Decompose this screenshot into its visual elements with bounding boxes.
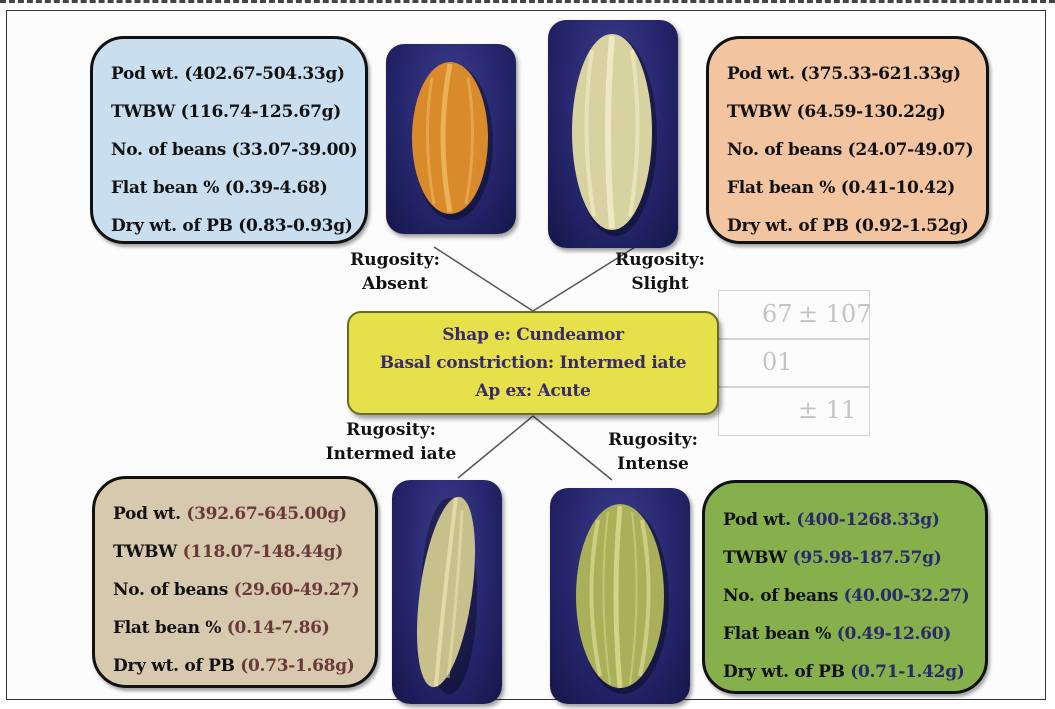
row-label: Dry wt. of PB [113,656,235,676]
info-row: Pod wt. (402.67-504.33g) [111,55,351,93]
row-value: (402.67-504.33g) [184,64,344,84]
pod-drawing [386,44,516,234]
info-box-intense: Pod wt. (400-1268.33g) TWBW (95.98-187.5… [702,480,988,694]
row-label: Dry wt. of PB [111,216,233,236]
rugosity-label-slight: Rugosity: Slight [610,248,710,296]
row-value: (64.59-130.22g) [797,102,946,122]
rugosity-value: Absent [350,272,440,296]
info-box-intermediate: Pod wt. (392.67-645.00g) TWBW (118.07-14… [92,476,378,688]
row-label: Dry wt. of PB [723,662,845,682]
row-value: (24.07-49.07) [848,140,974,160]
rugosity-title: Rugosity: [598,428,708,452]
info-row: Flat bean % (0.41-10.42) [727,169,972,207]
info-row: No. of beans (40.00-32.27) [723,577,971,615]
info-box-absent: Pod wt. (402.67-504.33g) TWBW (116.74-12… [90,36,368,244]
row-label: Pod wt. [727,64,795,84]
info-row: No. of beans (33.07-39.00) [111,131,351,169]
info-row: Flat bean % (0.14-7.86) [113,609,361,647]
rugosity-label-intense: Rugosity: Intense [598,428,708,476]
pod-drawing [548,20,678,248]
rugosity-title: Rugosity: [610,248,710,272]
pod-drawing [550,488,690,704]
bg-table-cell [718,338,870,388]
row-value: (118.07-148.44g) [183,542,343,562]
row-label: Flat bean % [727,178,835,198]
row-value: (0.39-4.68) [225,178,328,198]
bg-table-text: 67 [762,300,793,328]
info-box-slight: Pod wt. (375.33-621.33g) TWBW (64.59-130… [706,36,989,244]
info-row: Pod wt. (400-1268.33g) [723,501,971,539]
row-label: Flat bean % [113,618,221,638]
info-row: No. of beans (24.07-49.07) [727,131,972,169]
info-row: Flat bean % (0.39-4.68) [111,169,351,207]
row-value: (0.83-0.93g) [238,216,352,236]
bg-table-text: ± 107 [798,300,872,328]
info-row: Pod wt. (375.33-621.33g) [727,55,972,93]
pod-image-intense [550,488,690,704]
center-box: Shap e: Cundeamor Basal constriction: In… [347,311,719,415]
info-row: Dry wt. of PB (0.92-1.52g) [727,207,972,245]
row-label: TWBW [113,542,177,562]
info-row: Dry wt. of PB (0.83-0.93g) [111,207,351,245]
pod-image-absent [386,44,516,234]
row-value: (400-1268.33g) [796,510,939,530]
info-row: TWBW (95.98-187.57g) [723,539,971,577]
info-row: Dry wt. of PB (0.71-1.42g) [723,653,971,691]
row-value: (29.60-49.27) [234,580,360,600]
row-label: Pod wt. [723,510,791,530]
rugosity-value: Slight [610,272,710,296]
row-label: Flat bean % [723,624,831,644]
row-value: (95.98-187.57g) [793,548,942,568]
rugosity-value: Intermed iate [316,442,466,466]
row-label: TWBW [723,548,787,568]
row-value: (116.74-125.67g) [181,102,341,122]
info-row: Pod wt. (392.67-645.00g) [113,495,361,533]
info-row: TWBW (116.74-125.67g) [111,93,351,131]
row-value: (0.71-1.42g) [850,662,964,682]
info-row: TWBW (64.59-130.22g) [727,93,972,131]
pod-image-intermediate [392,480,502,704]
rugosity-title: Rugosity: [316,418,466,442]
top-dashed-rule [0,0,1055,3]
row-label: Pod wt. [113,504,181,524]
rugosity-label-intermediate: Rugosity: Intermed iate [316,418,466,466]
rugosity-label-absent: Rugosity: Absent [350,248,440,296]
info-row: No. of beans (29.60-49.27) [113,571,361,609]
pod-body [412,62,488,214]
row-value: (33.07-39.00) [232,140,358,160]
bg-table-text: 01 [762,348,793,376]
info-row: Flat bean % (0.49-12.60) [723,615,971,653]
center-shape: Shap e: Cundeamor [349,321,717,349]
center-basal-constriction: Basal constriction: Intermed iate [349,349,717,377]
row-label: No. of beans [113,580,228,600]
row-value: (392.67-645.00g) [186,504,346,524]
row-label: No. of beans [723,586,838,606]
row-label: No. of beans [727,140,842,160]
row-label: Pod wt. [111,64,179,84]
row-value: (0.14-7.86) [227,618,330,638]
info-row: TWBW (118.07-148.44g) [113,533,361,571]
bg-table-text: ± 11 [798,396,856,424]
row-value: (0.92-1.52g) [854,216,968,236]
row-value: (40.00-32.27) [844,586,970,606]
row-label: Dry wt. of PB [727,216,849,236]
rugosity-title: Rugosity: [350,248,440,272]
row-value: (0.73-1.68g) [240,656,354,676]
row-label: Flat bean % [111,178,219,198]
row-value: (375.33-621.33g) [800,64,960,84]
info-row: Dry wt. of PB (0.73-1.68g) [113,647,361,685]
row-value: (0.41-10.42) [841,178,955,198]
row-label: No. of beans [111,140,226,160]
rugosity-value: Intense [598,452,708,476]
row-label: TWBW [727,102,791,122]
pod-image-slight [548,20,678,248]
center-apex: Ap ex: Acute [349,377,717,405]
row-label: TWBW [111,102,175,122]
row-value: (0.49-12.60) [837,624,951,644]
pod-drawing [392,480,502,704]
